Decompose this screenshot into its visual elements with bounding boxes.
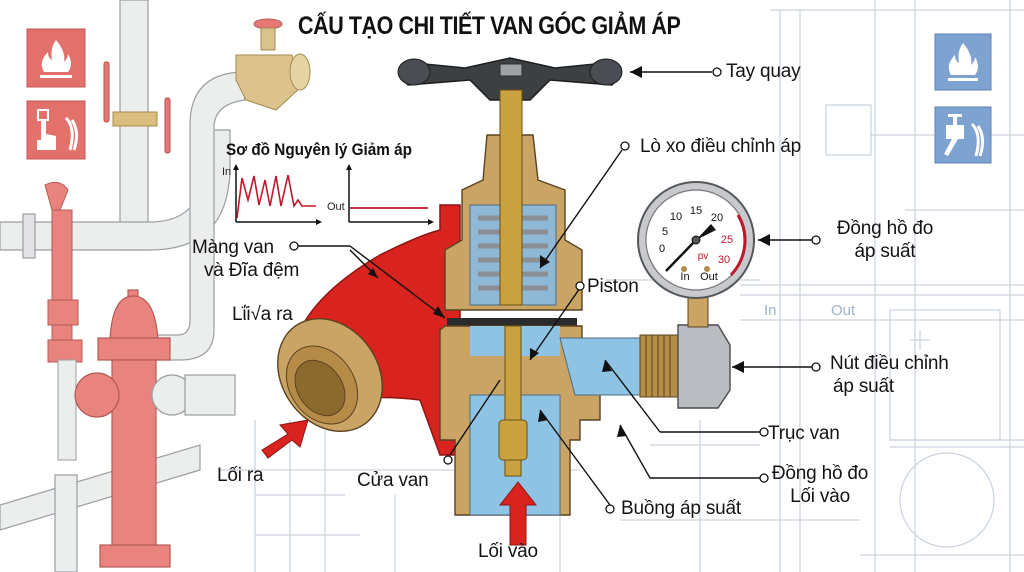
gauge-port-in: In [680,271,689,283]
label-mang-van: Màng van và Đĩa đệm [192,236,299,282]
label-dong-ho-vao-line2: Lối vào [790,486,850,507]
label-nut-line1: Nút điều chỉnh [830,353,949,374]
chart-title: Sơ đồ Nguyên lý Giảm áp [226,140,413,159]
label-truc-van: Trục van [768,423,840,444]
outlet-brass-fitting [277,317,383,433]
gauge-tick-30: 30 [718,254,730,266]
inlet-pressure-line [236,174,316,219]
leader-dots [289,67,821,514]
gauge-unit: pv [698,251,709,262]
gauge-tick-0: 0 [659,243,665,255]
label-luu-ra: Lΐi√a ra [232,304,293,325]
label-tay-quay: Tay quay [726,61,801,82]
leader-lines [298,71,812,506]
pressure-chart [233,164,434,225]
gauge-tick-5: 5 [662,226,668,238]
gauge-dial-numbers: 0 5 10 15 20 25 30 pv In Out [659,205,733,283]
label-mang-van-line2: và Đĩa đệm [204,260,300,281]
brass-hose-valve [235,18,311,111]
label-nut-dieu-chinh: Nút điều chỉnh áp suất [830,352,949,398]
leader-arrowheads [368,66,770,437]
fire-hydrant [74,289,236,568]
label-loi-vao: Lối vào [478,541,538,562]
label-dong-ho-vao-line1: Đồng hồ đo [771,463,869,484]
label-nut-line2: áp suất [833,376,894,397]
gauge-tick-25: 25 [721,234,733,246]
label-dong-ho-ap-suat: Đồng hồ đo áp suất [830,217,940,263]
gauge-tick-15: 15 [690,205,702,217]
standpipe [44,181,83,461]
fire-alarm-sign-red-icon [26,100,86,160]
label-dong-ho-loi-vao: Đồng hồ đo Lối vào [765,462,875,508]
pressure-gauge [637,181,755,299]
fire-hose-sign-blue-icon [934,106,992,164]
valve-body [277,89,731,516]
gauge-tick-10: 10 [670,211,682,223]
label-cua-van: Cửa van [357,470,429,491]
flow-arrows [261,419,538,546]
gauge-port-out: Out [700,271,718,283]
chart-in-axis-label: In [222,166,232,178]
chart-out-axis-label: Out [327,201,345,213]
label-lo-xo: Lò xo điều chỉnh áp [640,136,801,157]
label-loi-ra: Lối ra [217,465,264,486]
label-dong-ho-line1: Đồng hồ đo [836,218,934,239]
ball-valve-handles [103,61,171,154]
blueprint-in-label: In [764,302,777,319]
page-title: CẤU TẠO CHI TIẾT VAN GÓC GIẢM ÁP [298,12,681,40]
flammable-sign-blue-icon [934,33,992,91]
handwheel [397,57,623,101]
label-buong-ap-suat: Buồng áp suất [621,498,741,519]
label-mang-van-line1: Màng van [192,237,274,258]
label-piston: Piston [587,276,639,297]
label-dong-ho-line2: áp suất [854,241,916,262]
flammable-sign-red-icon [26,28,86,88]
blueprint-out-label: Out [831,302,856,319]
gauge-tick-20: 20 [711,212,723,224]
